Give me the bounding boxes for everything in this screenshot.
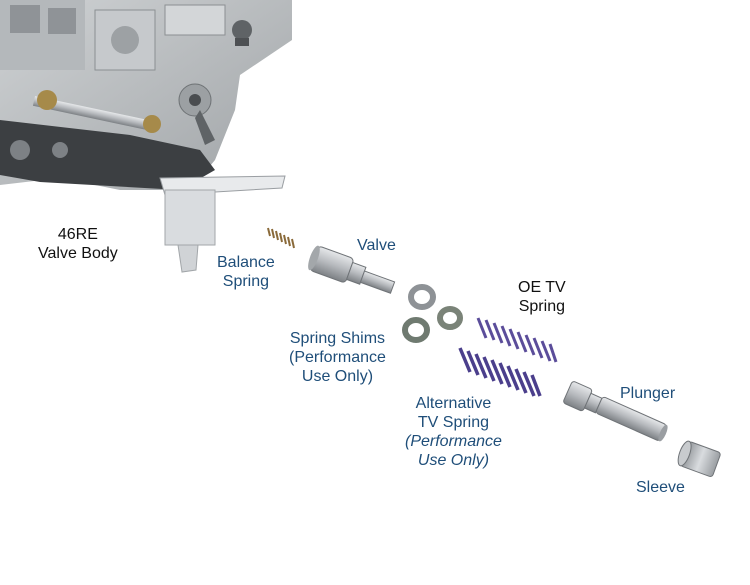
plunger-label: Plunger (620, 385, 676, 402)
oe-tv-spring-label-line-2: Spring (518, 298, 565, 315)
oe-tv-spring-label-line-1: OE TV (518, 279, 566, 296)
valve-body-label-line-2: Valve Body (38, 245, 118, 262)
alternative-tv-spring-label-line-3: (Performance (405, 433, 502, 450)
balance-spring-label-line-1: Balance (217, 254, 275, 271)
valve-body-image (0, 0, 292, 273)
spring-shims-label-line-3: Use Only) (301, 368, 374, 385)
valve-body-label: 46RE Valve Body (38, 225, 118, 263)
balance-spring-label-line-2: Spring (222, 273, 270, 290)
oe-tv-spring-image (476, 317, 558, 363)
valve-label: Valve (357, 237, 396, 254)
sleeve-label: Sleeve (636, 479, 685, 496)
balance-spring-label: Balance Spring (217, 253, 275, 291)
alternative-tv-spring-label-line-2: TV Spring (417, 414, 490, 431)
oe-tv-spring-label: OE TV Spring (518, 278, 566, 316)
valve-body-label-line-1: 46RE (57, 226, 98, 243)
spring-shims-image (402, 284, 463, 343)
valve-image (308, 245, 396, 294)
spring-shims-label: Spring Shims (Performance Use Only) (289, 329, 386, 386)
sleeve-image (677, 440, 721, 477)
balance-spring-image (267, 227, 295, 249)
spring-shims-label-line-2: (Performance (289, 349, 386, 366)
alternative-tv-spring-label-line-1: Alternative (415, 395, 492, 412)
alternative-tv-spring-image (458, 347, 542, 397)
alternative-tv-spring-label: Alternative TV Spring (Performance Use O… (405, 394, 502, 470)
spring-shims-label-line-1: Spring Shims (289, 330, 386, 347)
alternative-tv-spring-label-line-4: Use Only) (417, 452, 490, 469)
plunger-image (563, 381, 668, 442)
